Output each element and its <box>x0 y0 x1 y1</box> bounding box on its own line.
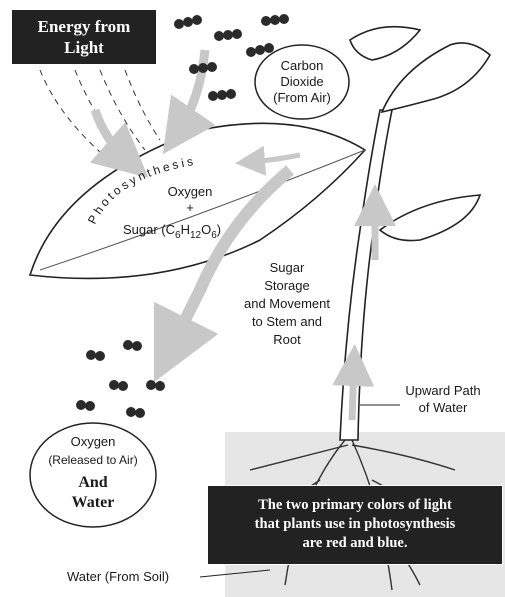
top-bud <box>350 27 420 60</box>
formula-o: O <box>201 222 211 237</box>
fact-line3: are red and blue. <box>208 534 502 553</box>
fact-line1: The two primary colors of light <box>208 496 502 515</box>
fact-line2: that plants use in photosynthesis <box>208 515 502 534</box>
upward-line2: of Water <box>419 400 468 415</box>
upward-line1: Upward Path <box>405 383 480 398</box>
co2-line1: Carbon <box>281 58 324 73</box>
main-leaf <box>30 123 365 278</box>
oxygen-molecules <box>76 340 165 418</box>
sugar-line2: Storage <box>264 278 310 293</box>
leaf-plus: + <box>186 200 194 215</box>
leaf-oxygen: Oxygen <box>168 184 213 199</box>
energy-from-light-box: Energy from Light <box>12 10 156 64</box>
formula-h: H <box>181 222 190 237</box>
sugar-line5: Root <box>273 332 301 347</box>
oxy-line1: Oxygen <box>71 434 116 449</box>
sugar-line1: Sugar <box>270 260 305 275</box>
oxy-line4: Water <box>72 494 115 511</box>
sugar-prefix: Sugar (C <box>123 222 175 237</box>
primary-colors-fact-box: The two primary colors of light that pla… <box>207 485 503 565</box>
sugar-storage-label: Sugar Storage and Movement to Stem and R… <box>244 260 330 347</box>
co2-line3: (From Air) <box>273 90 331 105</box>
oxy-line2: (Released to Air) <box>48 453 137 467</box>
water-soil-label: Water (From Soil) <box>67 569 169 584</box>
oxy-line3: And <box>78 474 107 491</box>
sugar-line4: to Stem and <box>252 314 322 329</box>
side-leaf <box>380 195 480 241</box>
formula-close: ) <box>217 222 221 237</box>
upper-leaf <box>382 43 490 112</box>
sub-12: 12 <box>190 230 202 241</box>
energy-line2: Light <box>12 37 156 58</box>
energy-line1: Energy from <box>12 16 156 37</box>
sugar-line3: and Movement <box>244 296 330 311</box>
upward-arrow-lower <box>352 365 354 420</box>
co2-line2: Dioxide <box>280 74 323 89</box>
